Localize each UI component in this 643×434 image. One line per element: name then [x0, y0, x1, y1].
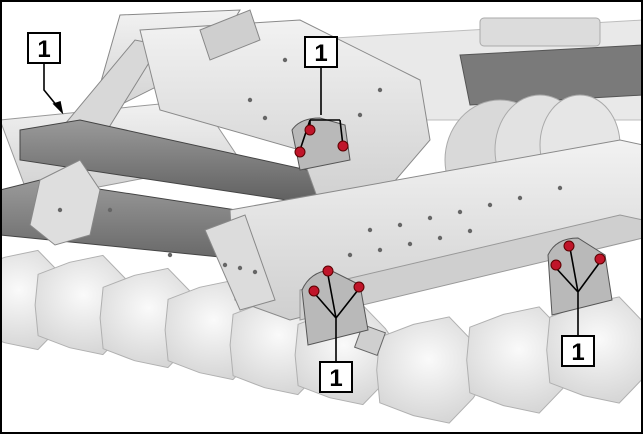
disc-hub [353, 323, 387, 357]
beam-hole [427, 215, 433, 221]
bolt-marker-icon [337, 140, 349, 152]
beam-hole [407, 241, 413, 247]
bolt-marker-icon [353, 281, 365, 293]
beam-hole [357, 112, 363, 118]
callout-bottom-right: 1 [561, 335, 595, 367]
center-plate [139, 9, 431, 211]
beam-hole [222, 262, 228, 268]
beam-hole [237, 265, 243, 271]
leader-lines [43, 63, 601, 362]
beam-hole [167, 252, 173, 258]
beam-hole [57, 207, 63, 213]
bolt-marker-icon [308, 285, 320, 297]
beam-hole [467, 228, 473, 234]
leader-bottom-center [315, 274, 359, 362]
leader-bottom-right [555, 247, 601, 336]
beam-hole [252, 269, 258, 275]
beam-hole [262, 115, 268, 121]
beam-hole [557, 185, 563, 191]
leader-top-center [299, 67, 344, 151]
beam-hole [457, 209, 463, 215]
beam-hole [397, 222, 403, 228]
beam-hole [377, 247, 383, 253]
bolt-marker-icon [304, 124, 316, 136]
beam-hole [437, 235, 443, 241]
callout-bottom-center: 1 [319, 361, 353, 393]
beam-hole [107, 207, 113, 213]
bolt-marker-icon [322, 265, 334, 277]
beam-hole [517, 195, 523, 201]
beam-hole [487, 202, 493, 208]
beam-holes [57, 57, 563, 275]
callout-label: 1 [37, 36, 50, 63]
disc [376, 316, 493, 424]
callout-top-left: 1 [27, 32, 61, 64]
callout-top-center: 1 [304, 36, 338, 68]
bolt-marker-icon [594, 253, 606, 265]
beam-hole [377, 87, 383, 93]
callout-label: 1 [571, 339, 584, 366]
arrow-head [52, 100, 64, 115]
beam-hole [282, 57, 288, 63]
beam-hole [347, 252, 353, 258]
bolt-marker-icon [550, 259, 562, 271]
bolt-marker-icon [563, 240, 575, 252]
beam-hole [247, 97, 253, 103]
beam-hole [367, 227, 373, 233]
callout-label: 1 [314, 40, 327, 67]
bolt-marker-icon [294, 146, 306, 158]
front-left-arm [29, 159, 276, 311]
bolt-markers [294, 124, 606, 297]
callout-label: 1 [329, 365, 342, 392]
